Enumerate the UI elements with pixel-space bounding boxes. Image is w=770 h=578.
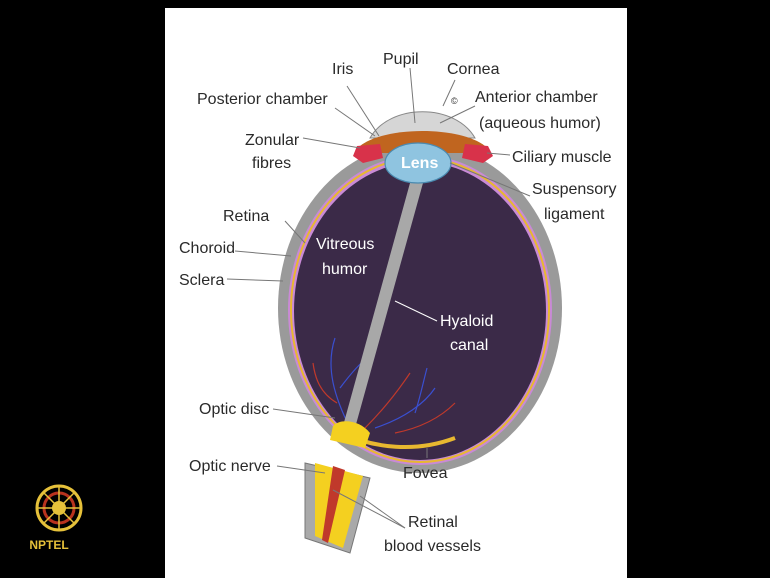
label-retina: Retina <box>223 208 269 225</box>
label-pupil: Pupil <box>383 51 419 68</box>
label-cornea: Cornea <box>447 61 500 78</box>
label-optic-disc: Optic disc <box>199 401 269 418</box>
nptel-logo-text: NPTEL <box>14 538 84 552</box>
label-anterior-chamber: Anterior chamber <box>475 89 598 106</box>
label-humor: humor <box>322 261 368 278</box>
label-aqueous-humor: (aqueous humor) <box>479 115 601 132</box>
label-blood-vessels: blood vessels <box>384 538 481 555</box>
label-suspensory: Suspensory <box>532 181 617 198</box>
label-sclera: Sclera <box>179 272 224 289</box>
label-iris: Iris <box>332 61 353 78</box>
eye-diagram: Iris Pupil Cornea © Posterior chamber An… <box>165 8 627 578</box>
label-zonular: Zonular <box>245 132 300 149</box>
label-ligament: ligament <box>544 206 605 223</box>
label-posterior-chamber: Posterior chamber <box>197 91 328 108</box>
label-lens: Lens <box>401 155 438 172</box>
slide: Iris Pupil Cornea © Posterior chamber An… <box>165 8 627 578</box>
label-choroid: Choroid <box>179 240 235 257</box>
label-vitreous: Vitreous <box>316 236 374 253</box>
vitreous-body <box>294 162 546 460</box>
label-copyright: © <box>451 96 458 106</box>
label-fibres: fibres <box>252 155 291 172</box>
label-hyaloid: Hyaloid <box>440 313 493 330</box>
optic-nerve <box>305 463 370 553</box>
label-fovea: Fovea <box>403 465 448 482</box>
label-optic-nerve: Optic nerve <box>189 458 271 475</box>
label-retinal: Retinal <box>408 514 458 531</box>
label-canal: canal <box>450 337 488 354</box>
label-ciliary-muscle: Ciliary muscle <box>512 149 612 166</box>
